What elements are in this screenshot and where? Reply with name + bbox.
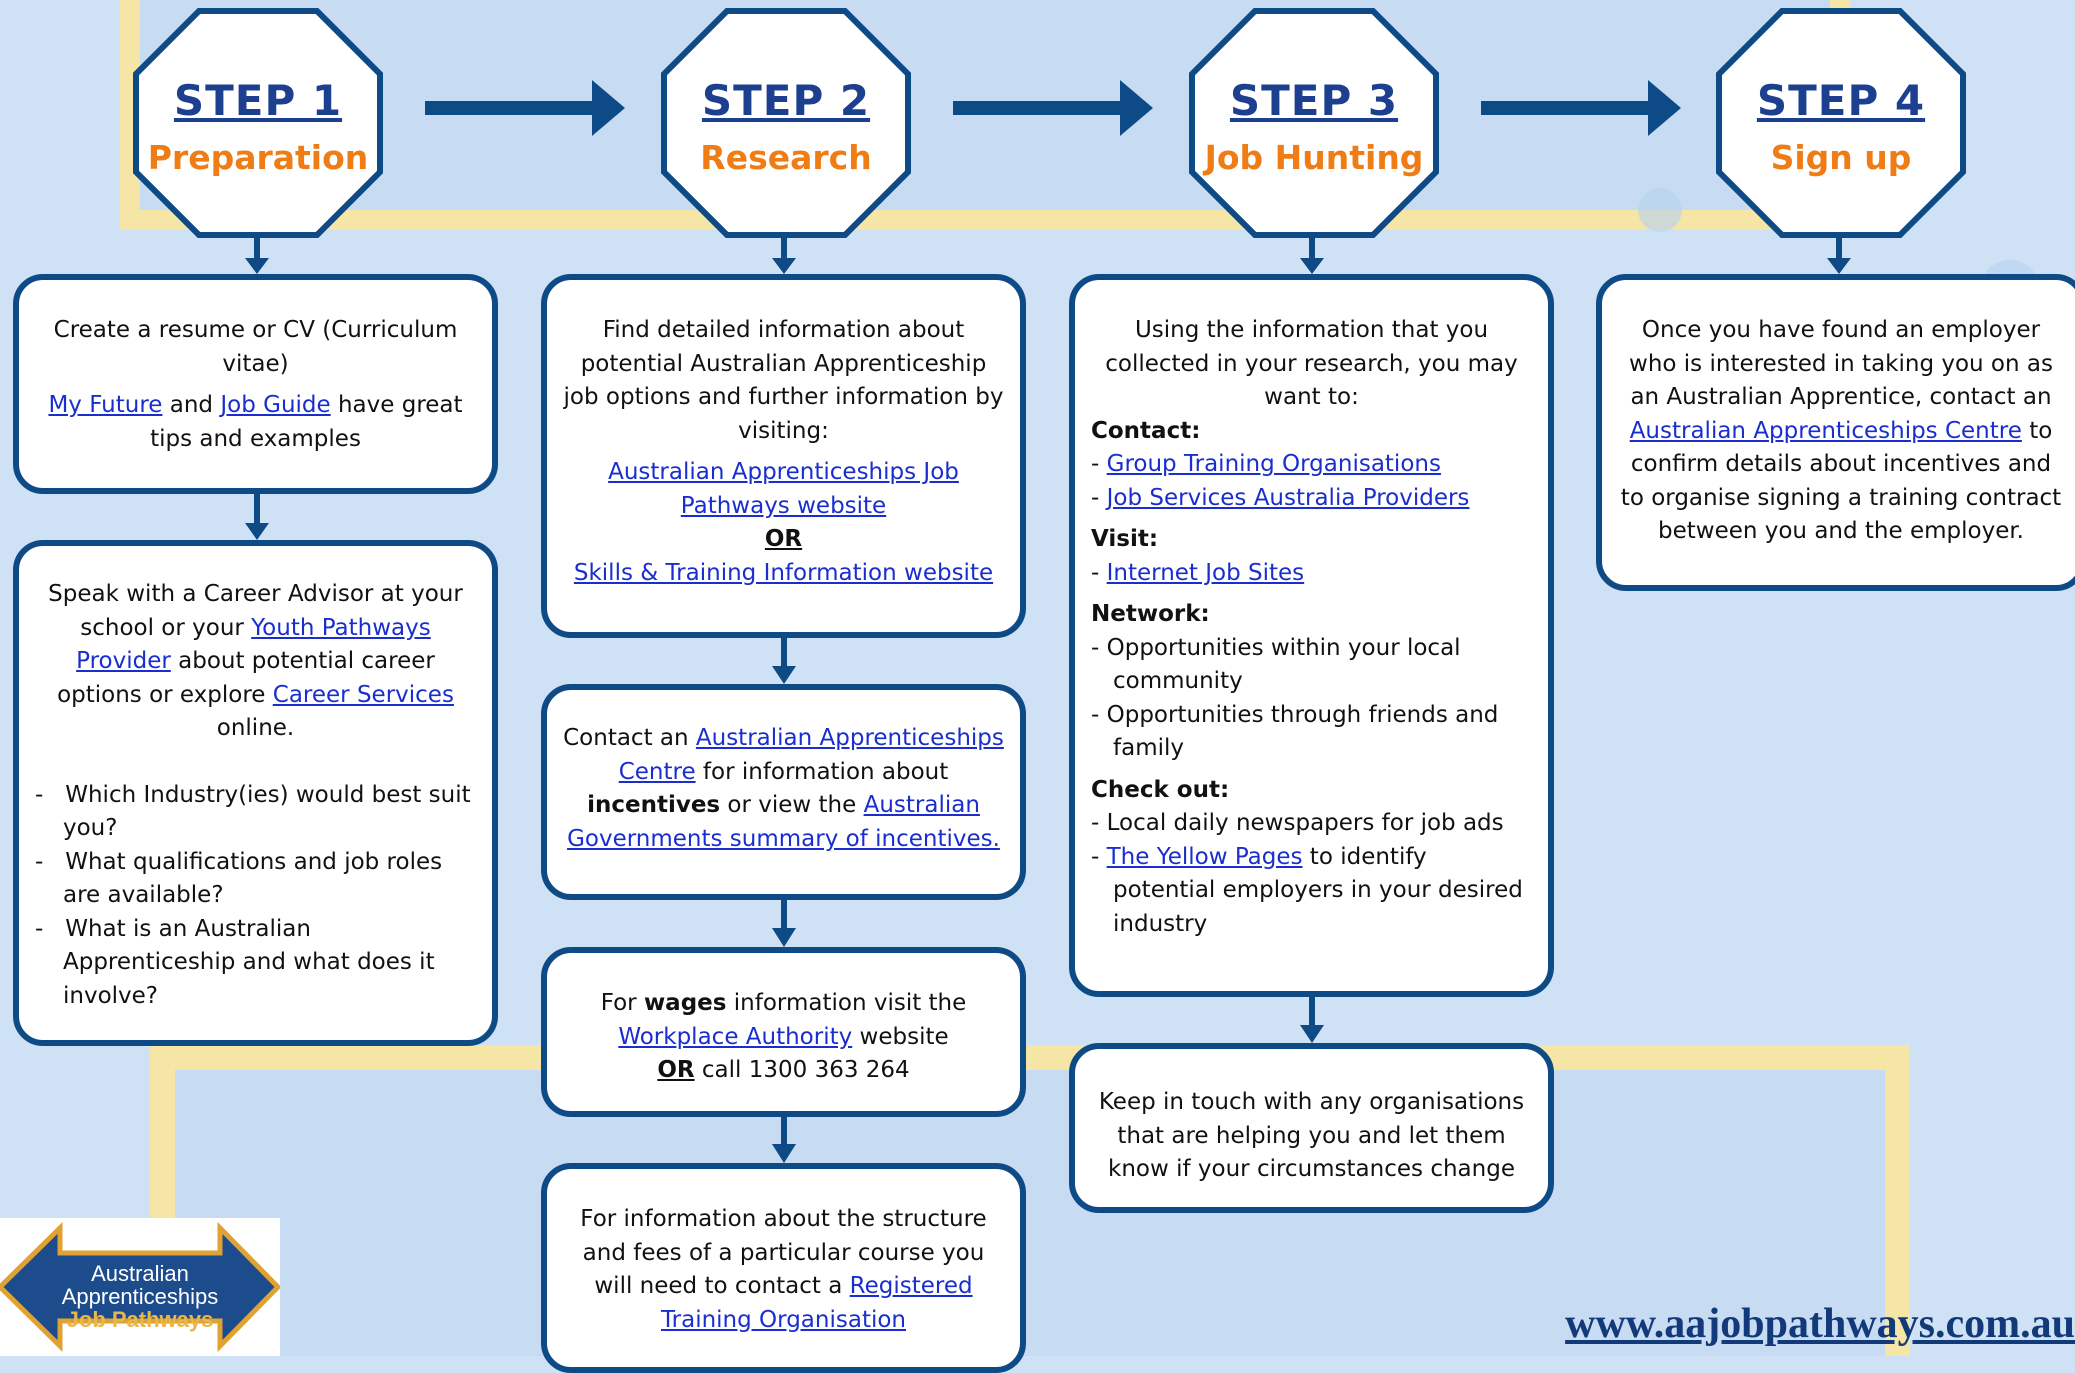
check-out-label: Check out: — [1091, 776, 1230, 803]
gto-link[interactable]: Group Training Organisations — [1106, 451, 1441, 477]
network-item: - Opportunities within your local commun… — [1091, 634, 1461, 695]
logo-line1: Australian — [91, 1261, 189, 1286]
step2-title: STEP 2 — [701, 76, 871, 125]
check-item: - Local daily newspapers for job ads — [1091, 810, 1504, 836]
check-item: - The Yellow Pages to identify potential… — [1091, 843, 1523, 937]
octagon-shape — [133, 8, 383, 238]
question-item: - What is an Australian Apprenticeship a… — [35, 915, 435, 1009]
step4-sign-up-box: Once you have found an employer who is i… — [1596, 274, 2075, 591]
step3-job-hunting-box: Using the information that you collected… — [1069, 274, 1554, 997]
octagon-shape — [661, 8, 911, 238]
rto-text: For information about the structure and … — [580, 1206, 987, 1333]
step4-octagon: STEP 4 Sign up — [1716, 8, 1966, 238]
step1-to-step2-arrow — [425, 101, 595, 115]
step3-title: STEP 3 — [1229, 76, 1399, 125]
step1-subtitle: Preparation — [147, 138, 369, 177]
step1-resume-box: Create a resume or CV (Curriculum vitae)… — [13, 274, 498, 494]
visit-label: Visit: — [1091, 526, 1159, 552]
network-label: Network: — [1091, 601, 1210, 627]
website-link[interactable]: www.aajobpathways.com.au — [1565, 1301, 2075, 1347]
network-item: - Opportunities through friends and fami… — [1091, 701, 1499, 762]
gov-incentives-link[interactable]: Australian Governments summary of incent… — [567, 792, 1000, 852]
step1-title: STEP 1 — [173, 76, 343, 125]
step2-rto-box: For information about the structure and … — [541, 1163, 1026, 1373]
yellow-pages-link[interactable]: The Yellow Pages — [1106, 843, 1303, 870]
octagon-shape — [1716, 8, 1966, 238]
research-intro: Find detailed information about potentia… — [563, 317, 1004, 444]
rto-link[interactable]: Registered Training Organisation — [660, 1273, 973, 1333]
question-item: - Which Industry(ies) would best suit yo… — [35, 781, 471, 842]
step1-career-advisor-box: Speak with a Career Advisor at your scho… — [13, 540, 498, 1046]
job-guide-link[interactable]: Job Guide — [220, 392, 331, 418]
step3-keep-in-touch-box: Keep in touch with any organisations tha… — [1069, 1043, 1554, 1213]
step3-subtitle: Job Hunting — [1204, 138, 1424, 177]
youth-pathways-link[interactable]: Youth Pathways Provider — [76, 614, 431, 675]
or-label: OR — [764, 526, 803, 552]
resume-links-line: My Future and Job Guide have great tips … — [48, 392, 463, 452]
career-services-link[interactable]: Career Services — [272, 681, 454, 708]
step4-subtitle: Sign up — [1770, 138, 1912, 177]
step4-title: STEP 4 — [1756, 76, 1926, 125]
double-arrow-logo-shape — [0, 1218, 280, 1356]
step2-wages-box: For wages information visit the Workplac… — [541, 947, 1026, 1117]
sign-up-text: Once you have found an employer who is i… — [1620, 317, 2062, 544]
workplace-authority-link[interactable]: Workplace Authority — [618, 1023, 853, 1050]
skills-training-link[interactable]: Skills & Training Information website — [573, 559, 994, 586]
my-future-link[interactable]: My Future — [48, 392, 163, 418]
step2-subtitle: Research — [700, 138, 872, 177]
step2-research-box: Find detailed information about potentia… — [541, 274, 1026, 638]
step2-incentives-box: Contact an Australian Apprenticeships Ce… — [541, 684, 1026, 900]
aac-link[interactable]: Australian Apprenticeships Centre — [618, 725, 1004, 785]
step2-to-step3-arrow — [953, 101, 1123, 115]
step1-octagon: STEP 1 Preparation — [133, 8, 383, 238]
logo-line2: Apprenticeships — [61, 1284, 219, 1309]
incentives-text: Contact an Australian Apprenticeships Ce… — [563, 725, 1004, 852]
job-pathways-website-link[interactable]: Australian Apprenticeships Job Pathways … — [608, 459, 959, 519]
jsa-link[interactable]: Job Services Australia Providers — [1106, 484, 1470, 511]
aac-link-step4[interactable]: Australian Apprenticeships Centre — [1629, 417, 2022, 444]
resume-text: Create a resume or CV (Curriculum vitae) — [53, 317, 458, 377]
contact-label: Contact: — [1091, 417, 1201, 444]
career-advisor-text: Speak with a Career Advisor at your scho… — [48, 581, 463, 741]
wages-text: For wages information visit the Workplac… — [600, 990, 967, 1083]
keep-in-touch-text: Keep in touch with any organisations tha… — [1098, 1089, 1525, 1182]
question-item: - What qualifications and job roles are … — [35, 848, 443, 909]
step3-octagon: STEP 3 Job Hunting — [1189, 8, 1439, 238]
job-hunting-intro: Using the information that you collected… — [1105, 317, 1518, 410]
step3-to-step4-arrow — [1481, 101, 1651, 115]
aajp-logo: Australian Apprenticeships Job Pathways — [0, 1218, 280, 1356]
step2-octagon: STEP 2 Research — [661, 8, 911, 238]
internet-job-sites-link[interactable]: Internet Job Sites — [1106, 559, 1305, 586]
logo-line3: Job Pathways — [66, 1307, 214, 1332]
octagon-shape — [1189, 8, 1439, 238]
